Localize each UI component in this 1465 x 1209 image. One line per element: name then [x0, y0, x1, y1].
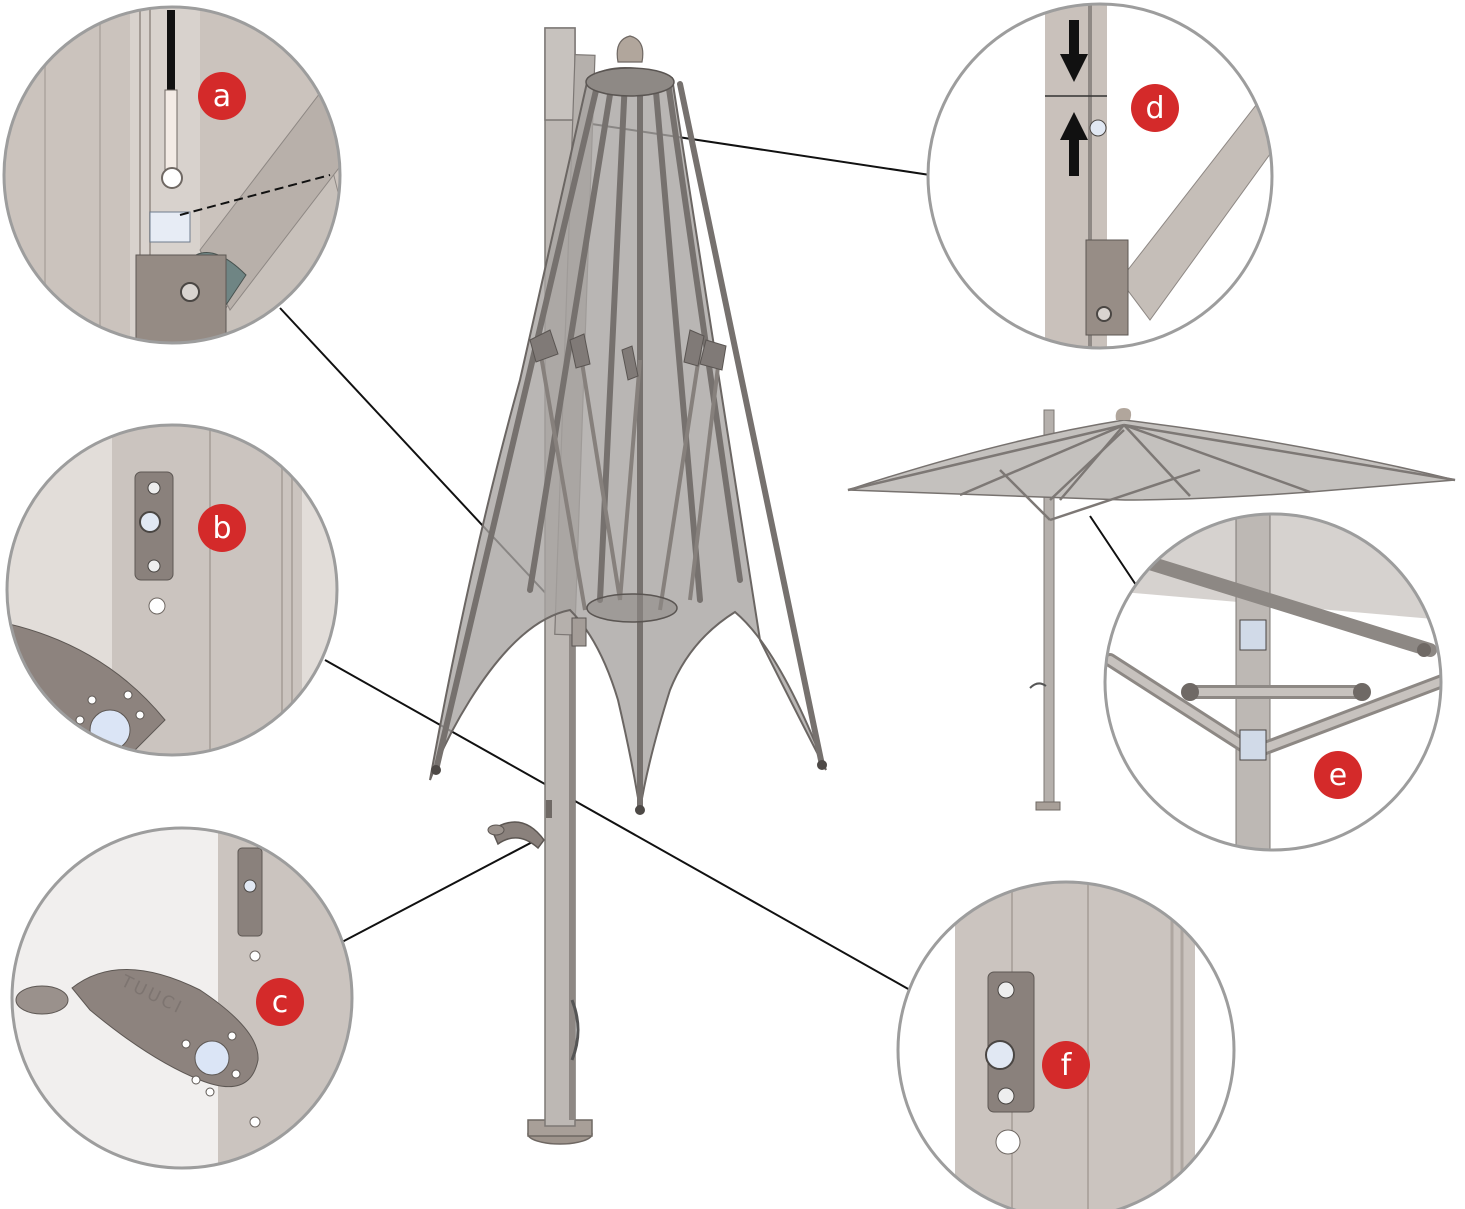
open-umbrella-base	[1035, 801, 1061, 811]
detail-circle-c: TUUCI c	[10, 826, 354, 1170]
detail-circle-d: d	[926, 2, 1274, 350]
svg-text:d: d	[1145, 91, 1164, 126]
crank-grip	[487, 824, 505, 836]
svg-text:c: c	[272, 985, 289, 1020]
main-umbrella	[429, 27, 827, 1145]
marker-e: e	[1314, 751, 1362, 799]
leader-line-e	[1089, 515, 1139, 589]
pole-track	[569, 520, 575, 1120]
svg-text:a: a	[213, 79, 231, 114]
pole-hinge-bracket	[571, 617, 587, 647]
marker-f: f	[1042, 1041, 1090, 1089]
arrow-down-icon	[1060, 20, 1088, 82]
open-canopy	[847, 419, 1456, 501]
svg-text:f: f	[1061, 1048, 1073, 1083]
open-finial	[1115, 408, 1132, 420]
open-canopy-ribs	[847, 423, 1456, 522]
open-umbrella	[847, 408, 1456, 811]
detail-circle-e: e	[1103, 512, 1443, 852]
finial	[616, 35, 644, 63]
svg-text:e: e	[1329, 758, 1347, 793]
lower-hub	[586, 593, 678, 623]
crank-handle	[491, 821, 545, 850]
leader-line-b	[324, 659, 911, 991]
marker-b: b	[198, 504, 246, 552]
pole-slide-lock	[546, 800, 552, 818]
arrow-up-icon	[1060, 112, 1088, 176]
pole-cable	[570, 999, 580, 1061]
open-crank	[1029, 682, 1047, 689]
top-hub	[585, 67, 675, 97]
rib-tips	[431, 760, 827, 815]
leader-line-c	[341, 837, 541, 943]
pole-top-cap	[544, 27, 576, 121]
marker-d: d	[1131, 84, 1179, 132]
detail-circle-f: f	[896, 880, 1236, 1209]
detail-circle-b: b	[5, 423, 339, 757]
marker-a: a	[198, 72, 246, 120]
marker-c: c	[256, 978, 304, 1026]
detail-circle-a: a	[2, 5, 342, 345]
svg-text:b: b	[212, 511, 231, 546]
canopy-fabric	[429, 67, 827, 811]
rib-hinges	[529, 329, 727, 381]
canopy-struts	[538, 349, 722, 611]
